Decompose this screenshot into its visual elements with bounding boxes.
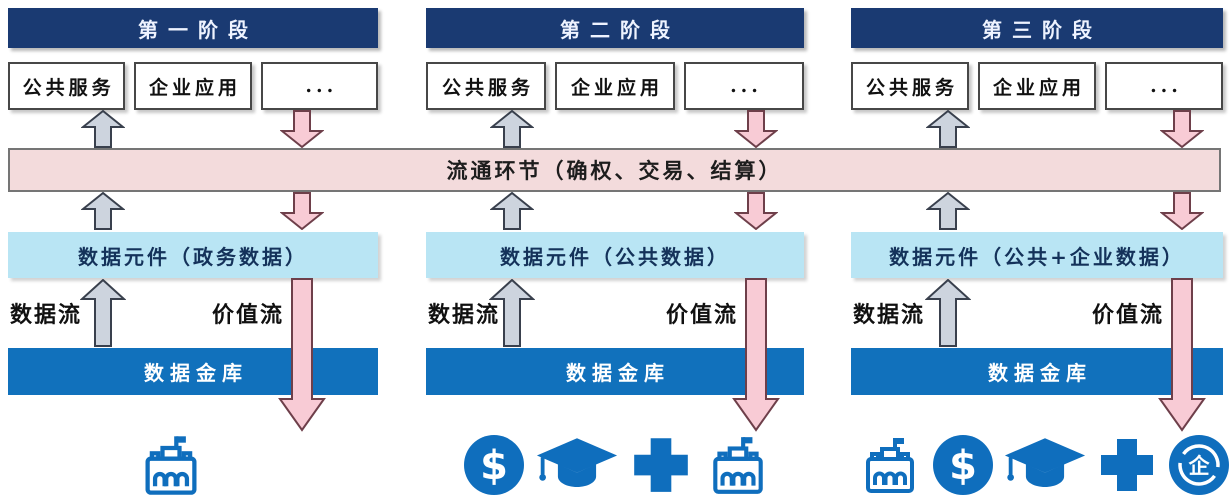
- stage-1-sector-icons: [8, 430, 378, 500]
- value-flow-arrow-icon: [278, 278, 326, 432]
- value-flow-label: 价值流: [1091, 302, 1164, 328]
- finance-dollar-icon: $: [931, 433, 995, 497]
- data-element-label: 数据元件（公共数据）: [500, 244, 730, 269]
- data-element-label: 数据元件（公共+企业数据）: [889, 244, 1185, 269]
- stage-1-app-boxes: 公共服务 企业应用 ...: [8, 62, 378, 110]
- ellipsis-box: ...: [1105, 62, 1223, 110]
- value-flow-arrow-icon: [732, 278, 780, 432]
- arrow-up-icon: [81, 192, 125, 230]
- arrow-down-icon: [1160, 110, 1204, 148]
- stage-2-sector-icons: $: [426, 430, 804, 500]
- public-service-box: 公共服务: [426, 62, 546, 110]
- data-element-label: 数据元件（政务数据）: [78, 244, 308, 269]
- data-element-box: 数据元件（政务数据）: [8, 232, 378, 278]
- data-element-box: 数据元件（公共+企业数据）: [851, 232, 1223, 278]
- data-flow-label: 数据流: [428, 302, 501, 328]
- arrow-down-icon: [280, 110, 324, 148]
- enterprise-app-box: 企业应用: [555, 62, 675, 110]
- public-service-box: 公共服务: [851, 62, 969, 110]
- stage-2-header: 第二阶段: [426, 8, 804, 48]
- arrow-down-icon: [734, 192, 778, 230]
- ellipsis-box: ...: [684, 62, 804, 110]
- value-flow-label: 价值流: [665, 302, 738, 328]
- medical-cross-icon: [1095, 433, 1159, 497]
- stage-1-header: 第一阶段: [8, 8, 378, 48]
- enterprise-icon: 企: [1167, 433, 1229, 497]
- circulation-band: 流通环节（确权、交易、结算）: [8, 148, 1221, 192]
- data-flow-label: 数据流: [10, 302, 83, 328]
- enterprise-app-box: 企业应用: [134, 62, 252, 110]
- stage-1-title: 第一阶段: [138, 17, 258, 42]
- arrow-up-tall-icon: [489, 279, 535, 347]
- data-vault-label: 数据金库: [144, 361, 248, 385]
- arrow-up-icon: [490, 110, 534, 148]
- gov-building-icon: [703, 432, 773, 498]
- stage-3-app-boxes: 公共服务 企业应用 ...: [851, 62, 1223, 110]
- arrow-up-icon: [926, 110, 970, 148]
- stage-2-title: 第二阶段: [560, 17, 680, 42]
- data-vault-box: 数据金库: [8, 348, 378, 395]
- value-flow-label: 价值流: [211, 302, 284, 328]
- arrow-up-tall-icon: [925, 279, 971, 347]
- svg-text:$: $: [949, 443, 977, 489]
- medical-cross-icon: [628, 432, 694, 498]
- data-vault-label: 数据金库: [988, 361, 1092, 385]
- stage-2-column: 第二阶段 公共服务 企业应用 ... 数据元件（公共数据） 数据流 价值流: [426, 0, 804, 500]
- stage-1-column: 第一阶段 公共服务 企业应用 ... 数据元件（政务数据） 数据流 价值流: [8, 0, 378, 500]
- ellipsis-box: ...: [260, 62, 378, 110]
- data-element-box: 数据元件（公共数据）: [426, 232, 804, 278]
- finance-dollar-icon: $: [462, 433, 526, 497]
- arrow-up-icon: [926, 192, 970, 230]
- stage-3-header: 第三阶段: [851, 8, 1223, 48]
- circulation-band-label: 流通环节（确权、交易、结算）: [446, 158, 783, 183]
- arrow-up-tall-icon: [80, 279, 126, 347]
- arrow-down-icon: [734, 110, 778, 148]
- education-cap-icon: [1003, 433, 1087, 497]
- data-vault-box: 数据金库: [426, 348, 804, 395]
- data-vault-box: 数据金库: [851, 348, 1223, 395]
- stage-3-sector-icons: $ 企: [851, 430, 1229, 500]
- arrow-down-icon: [280, 192, 324, 230]
- data-flow-label: 数据流: [853, 302, 926, 328]
- value-flow-arrow-icon: [1158, 278, 1206, 432]
- stage-3-column: 第三阶段 公共服务 企业应用 ... 数据元件（公共+企业数据） 数据流 价值流: [851, 0, 1229, 500]
- stage-2-app-boxes: 公共服务 企业应用 ...: [426, 62, 804, 110]
- public-service-box: 公共服务: [8, 62, 126, 110]
- arrow-up-icon: [81, 110, 125, 148]
- gov-building-icon: [857, 433, 923, 497]
- gov-building-icon: [135, 431, 207, 499]
- enterprise-app-box: 企业应用: [978, 62, 1096, 110]
- svg-text:$: $: [480, 443, 508, 489]
- data-vault-label: 数据金库: [566, 361, 670, 385]
- stage-3-title: 第三阶段: [982, 17, 1102, 42]
- arrow-up-icon: [490, 192, 534, 230]
- svg-text:企: 企: [1188, 454, 1211, 478]
- arrow-down-icon: [1160, 192, 1204, 230]
- education-cap-icon: [535, 433, 619, 497]
